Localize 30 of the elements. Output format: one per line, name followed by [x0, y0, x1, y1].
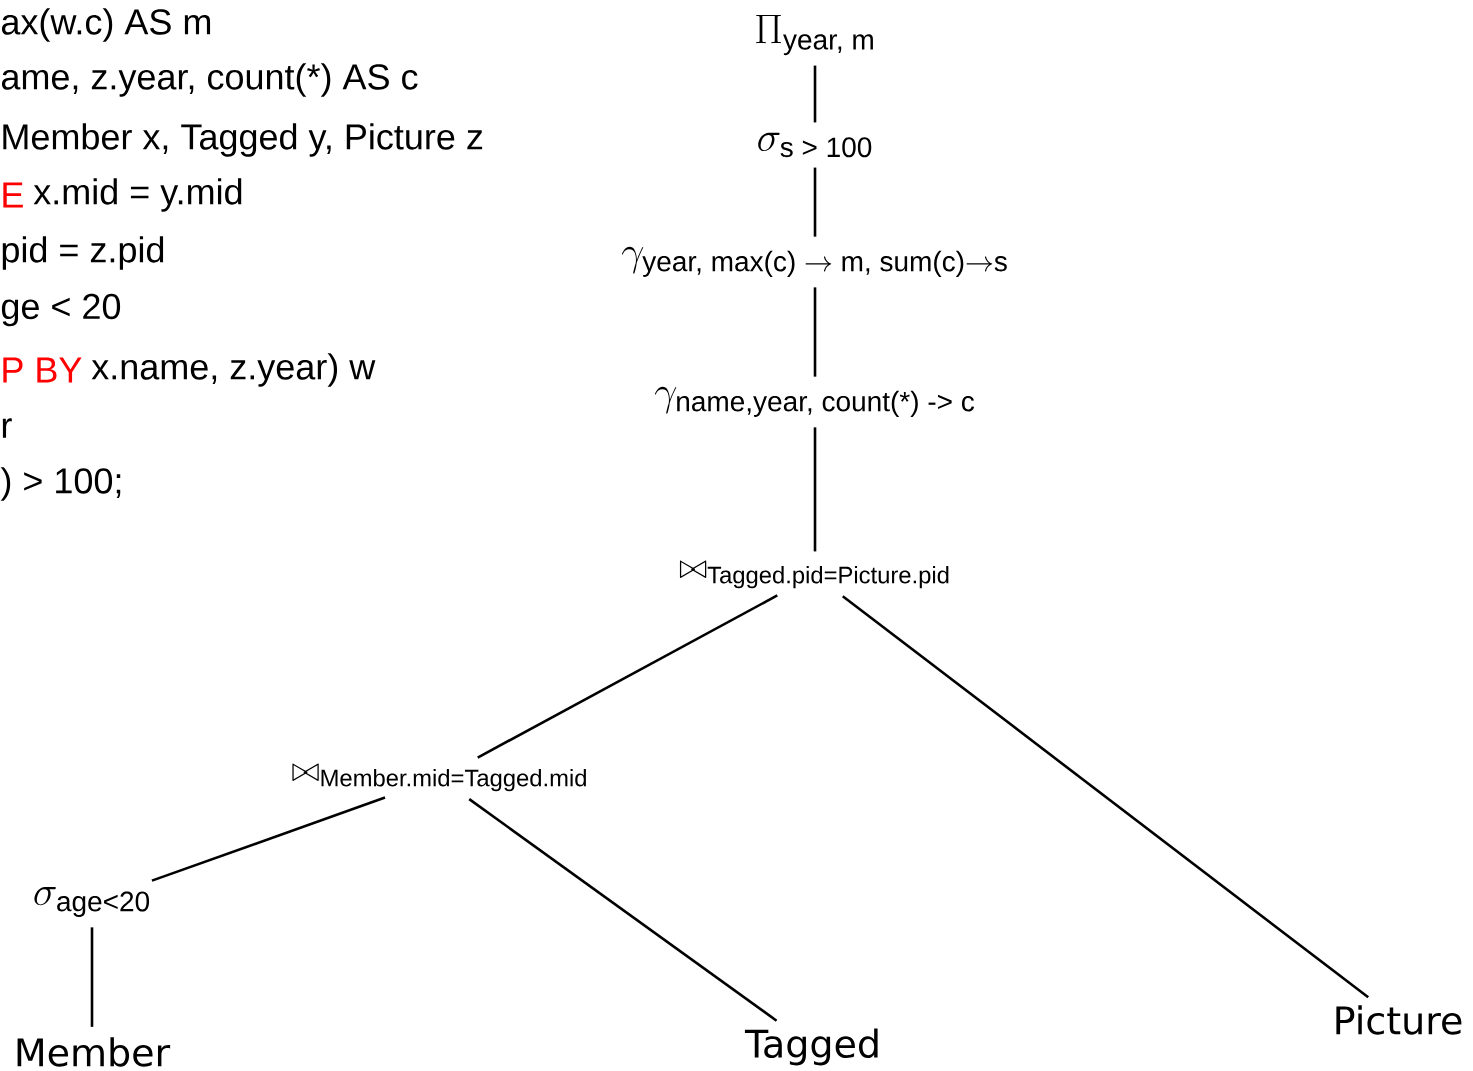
- table-name: Tagged: [744, 1028, 878, 1066]
- sql-text: ax(w.c) AS m: [1, 8, 211, 42]
- tree-edge: [813, 427, 817, 552]
- sql-keyword: P BY: [3, 357, 82, 383]
- tree-edge: [477, 594, 778, 759]
- tree-edge: [468, 798, 778, 1022]
- tree-edge: [90, 927, 94, 1027]
- tree-edge: [813, 287, 817, 377]
- sql-text: x.mid = y.mid: [33, 178, 242, 212]
- join-operator-label: $\bowtie_{\text{Tagged.pid=Picture.pid}}$: [679, 560, 949, 589]
- operator-label: $\sigma_{\text{age<20}}$: [34, 887, 150, 917]
- table-name: Member: [17, 1037, 171, 1067]
- sql-text: ) > 100;: [0, 467, 121, 501]
- sql-text: pid = z.pid: [2, 236, 164, 270]
- operator-label: $\Pi_{\text{year, m}}$: [756, 14, 873, 56]
- tree-edge: [151, 796, 386, 882]
- tree-edge: [813, 167, 817, 237]
- table-name: Picture: [1336, 1005, 1462, 1035]
- sql-text: r: [2, 418, 12, 438]
- sql-text: ame, z.year, count(*) AS c: [1, 63, 418, 97]
- operator-label: $\gamma_{\text{name,year, count(*) -> c}}$: [654, 386, 975, 417]
- tree-edge: [841, 595, 1370, 999]
- sql-text: Member x, Tagged y, Picture z: [3, 123, 483, 157]
- join-operator-label: $\bowtie_{\text{Member.mid=Tagged.mid}}$: [292, 763, 586, 792]
- tree-edge: [813, 65, 817, 123]
- operator-label: $\sigma_{\text{s > 100}}$: [758, 132, 872, 158]
- sql-keyword: E: [3, 182, 23, 208]
- sql-text: ge < 20: [1, 293, 121, 327]
- sql-text: x.name, z.year) w: [91, 353, 376, 387]
- operator-label: $\gamma_{\text{year, max(c) }\rightarrow\text{ m, sum(c)}\rightarrow\text{s}}$: [621, 246, 1007, 277]
